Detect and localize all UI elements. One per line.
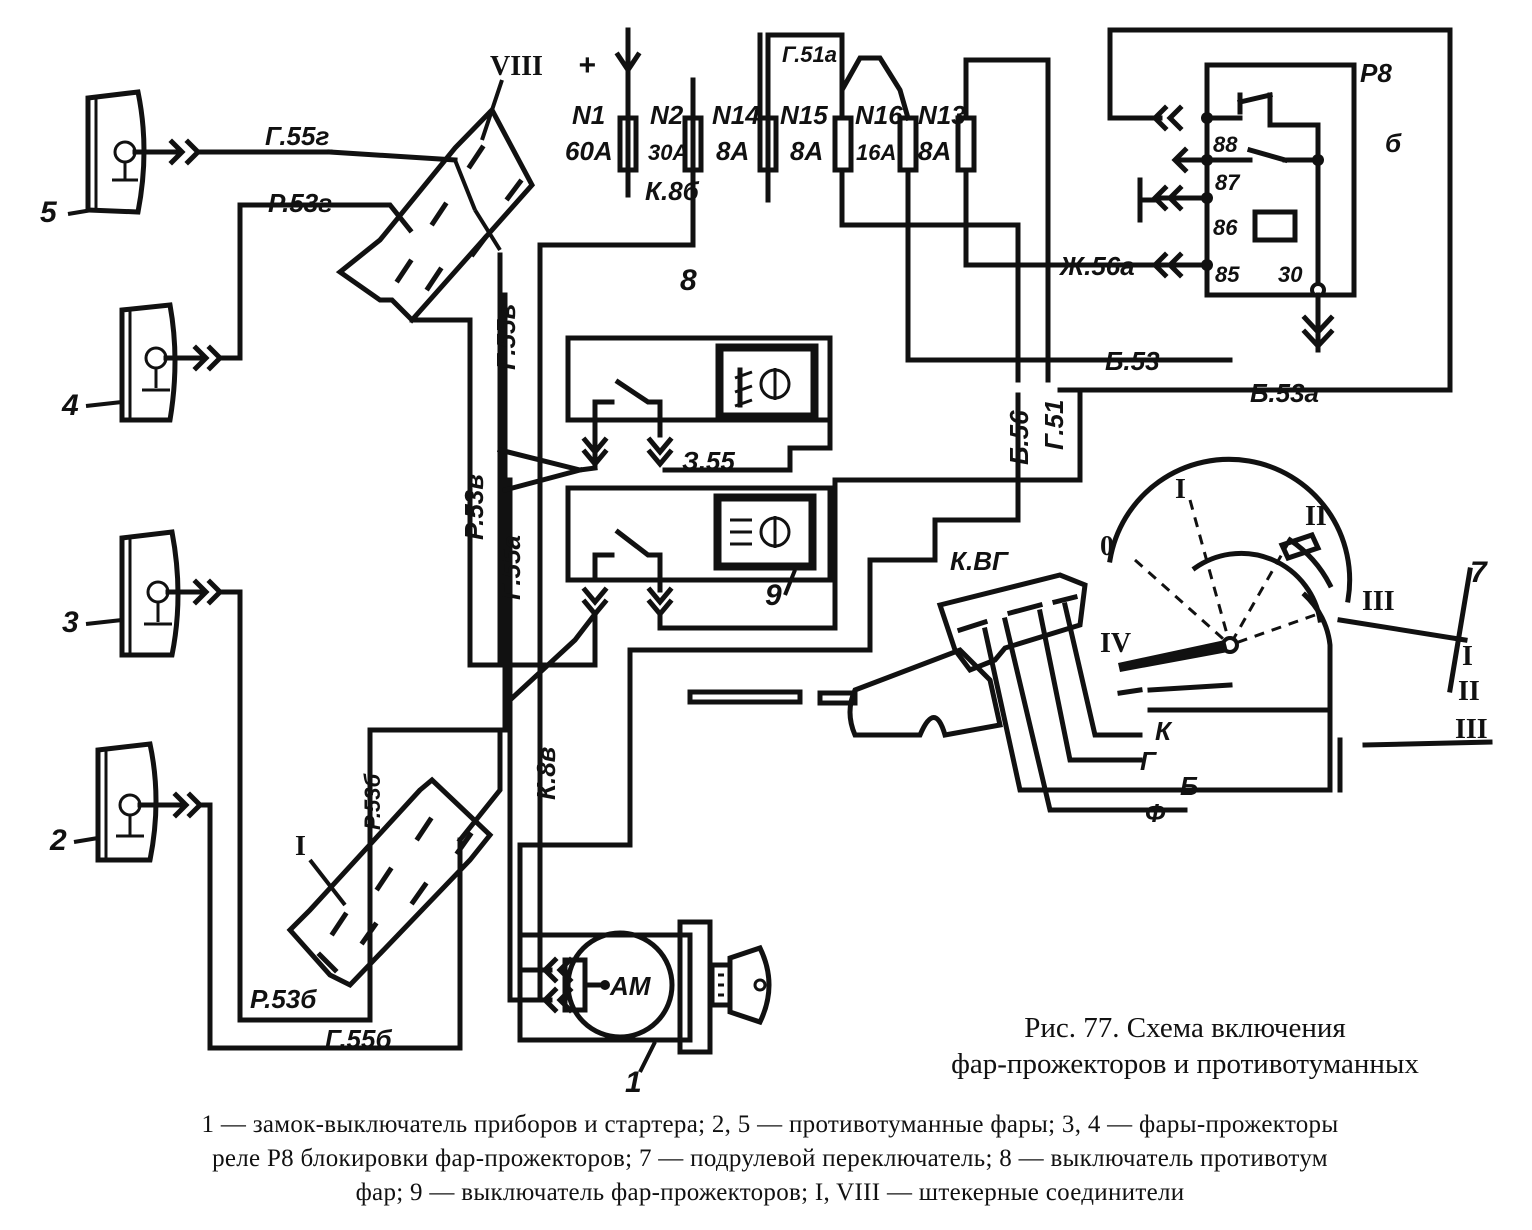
switch-9: 9 (467, 392, 1083, 1003)
relay-pin-87: 87 (1215, 170, 1241, 195)
stalk-position-iv: IV (1100, 628, 1131, 659)
fuse-n1-name: N1 (572, 100, 605, 130)
fuse-n2-rating: 30А (648, 140, 688, 165)
connector-viii-label: VIII (490, 51, 543, 82)
lamp-4-label: 4 (61, 389, 79, 422)
fuse-n13-name: N13 (918, 100, 966, 130)
fuse-n2-name: N2 (650, 100, 684, 130)
connector-i-label: I (295, 831, 306, 862)
stalk-7-label: 7 (1470, 556, 1488, 589)
wire-kvg: К.ВГ (950, 546, 1009, 576)
wire-g55a: Г.55а (496, 535, 526, 600)
wire-r53b-bottom: Р.53б (250, 984, 317, 1014)
legend-line-2: реле Р8 блокировки фар-прожекторов; 7 — … (212, 1145, 1328, 1172)
wire-g55b: Г.55б (325, 1024, 392, 1054)
stalk-right-i: I (1462, 641, 1473, 672)
fuse-n15-rating: 8А (790, 136, 823, 166)
stalk-position-iii: III (1362, 586, 1395, 617)
plus-label: + (578, 49, 596, 82)
wire-b: Б (1180, 771, 1198, 801)
relay-pin-85: 85 (1215, 262, 1240, 287)
lock-am-label: АМ (609, 971, 652, 1001)
legend-line-1: 1 — замок-выключатель приборов и стартер… (201, 1111, 1339, 1138)
wire-b56: Б.56 (1004, 410, 1034, 465)
lamp-3-label: 3 (62, 606, 79, 639)
figure-caption: Рис. 77. Схема включения фар-прожекторов… (865, 1010, 1505, 1082)
relay-b-label: б (1385, 128, 1402, 158)
fuse-n1-rating: 60А (565, 136, 613, 166)
left-wire-labels: Г.55в Р.53в Г.55а К.8в Р.53б Р.53б Г.55б… (250, 121, 561, 1054)
fuse-n14-rating: 8А (716, 136, 749, 166)
wire-r53g: Р.53г (268, 188, 332, 218)
wire-g51: Г.51 (1039, 400, 1069, 450)
wire-k: К (1155, 716, 1173, 746)
relay-pin-30: 30 (1278, 262, 1303, 287)
fuse-n16-rating: 16А (856, 140, 896, 165)
wire-g55g: Г.55г (265, 121, 329, 151)
caption-line-1: Рис. 77. Схема включения (1024, 1012, 1346, 1044)
fuse-block: + N1 60А N2 30А N14 8А N15 8А N16 16А N (537, 27, 1233, 723)
fuse-labels: N1 60А N2 30А N14 8А N15 8А N16 16А N13 … (565, 100, 966, 166)
wire-g55v: Г.55в (491, 304, 521, 370)
wire-r53b-top: Р.53б (360, 772, 385, 830)
wire-k8v: К.8в (531, 746, 561, 800)
connector-viii: VIII (267, 51, 543, 668)
fog-lamp-2: 2 (49, 741, 463, 1051)
lock-1-label: 1 (625, 1066, 642, 1099)
stalk-right-iii: III (1455, 714, 1488, 745)
lamp-2-label: 2 (49, 824, 67, 857)
lamp-5-label: 5 (40, 196, 58, 229)
wire-f: Ф (1145, 798, 1166, 828)
relay-pin-86: 86 (1213, 215, 1238, 240)
fuse-n16-name: N16 (855, 100, 903, 130)
stalk-right-ii: II (1458, 676, 1480, 707)
relay-pin-88: 88 (1213, 132, 1238, 157)
fuse-n14-name: N14 (712, 100, 760, 130)
headlamp-4: 4 (61, 202, 273, 423)
switch-8-label: 8 (680, 264, 697, 297)
switch-9-label: 9 (765, 579, 782, 612)
fuse-n15-name: N15 (780, 100, 828, 130)
wire-b53: Б.53 (1105, 346, 1160, 376)
wire-r53v: Р.53в (459, 474, 489, 540)
stalk-position-i: I (1175, 474, 1186, 505)
headlamp-3: 3 (62, 529, 224, 658)
legend-line-3: фар; 9 — выключатель фар-прожекторов; I,… (355, 1179, 1185, 1206)
connector-i: I (217, 292, 508, 1023)
figure-legend: 1 — замок-выключатель приборов и стартер… (40, 1108, 1500, 1210)
wire-zh56a: Ж.56а (1058, 251, 1135, 281)
stalk-position-ii: II (1305, 501, 1327, 532)
switch-8: 8 З.55 (496, 264, 833, 476)
wire-g: Г (1140, 746, 1157, 776)
relay-p8-label: Р8 (1360, 58, 1392, 88)
stalk-position-0: 0 (1100, 531, 1114, 562)
wire-k8b: К.8б (645, 176, 700, 206)
wire-b53a: Б.53а (1250, 378, 1319, 408)
stalk-switch-7: IV 0 I II III 7 I II III К Г Б Ф К.ВГ Б.… (687, 392, 1493, 828)
wire-z55: З.55 (682, 446, 735, 476)
relay-p8: Р8 б 88 87 86 85 30 Ж.56а Б.53 Б.53а (1057, 27, 1453, 408)
ignition-lock-1: АМ 1 (517, 557, 938, 1099)
caption-line-2: фар-прожекторов и противотуманных (951, 1048, 1419, 1080)
fuse-n13-rating: 8А (918, 136, 951, 166)
wire-g51a: Г.51а (782, 42, 837, 67)
fog-lamp-5: 5 (40, 89, 333, 229)
